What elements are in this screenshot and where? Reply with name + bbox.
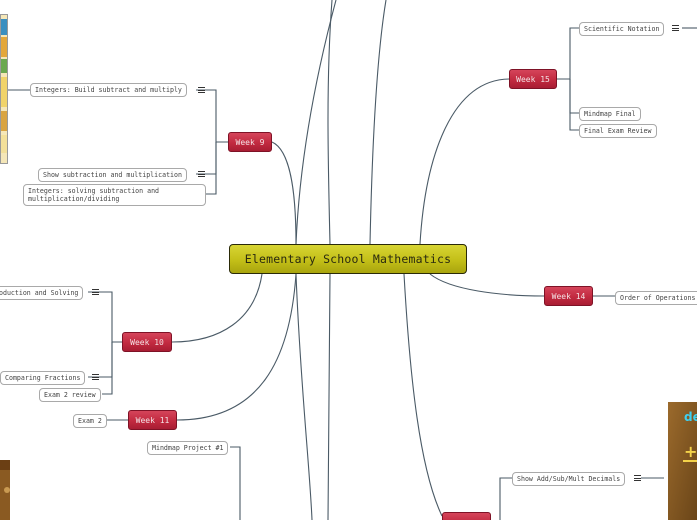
image-thumbnail[interactable] (0, 14, 8, 164)
image-thumbnail-graphic: de + (668, 402, 697, 520)
topic-integers-build[interactable]: Integers: Build subtract and multiply (30, 83, 187, 97)
topic-label: Scientific Notation (584, 25, 660, 33)
image-thumbnail-graphic (1, 15, 7, 163)
svg-text:de: de (684, 410, 697, 424)
topic-label: Comparing Fractions (5, 374, 81, 382)
topic-order-of-operations[interactable]: Order of Operations (615, 291, 697, 305)
topic-exam2[interactable]: Exam 2 (73, 414, 107, 428)
topic-label: Final Exam Review (584, 127, 652, 135)
topic-label: Mindmap Project #1 (152, 444, 224, 452)
note-icon[interactable] (92, 289, 99, 295)
topic-scientific-notation[interactable]: Scientific Notation (579, 22, 665, 36)
topic-mindmap-final[interactable]: Mindmap Final (579, 107, 641, 121)
week-13-node[interactable] (442, 512, 491, 520)
topic-label: Exam 2 review (44, 391, 96, 399)
week-15-node[interactable]: Week 15 (509, 69, 557, 89)
topic-show-subtraction[interactable]: Show subtraction and multiplication (38, 168, 187, 182)
topic-label: Mindmap Final (584, 110, 636, 118)
topic-label: oduction and Solving (0, 289, 79, 297)
central-topic[interactable]: Elementary School Mathematics (229, 244, 467, 274)
topic-mindmap-project[interactable]: Mindmap Project #1 (147, 441, 229, 455)
image-thumbnail[interactable]: de + (668, 402, 697, 520)
topic-label: Integers: solving subtraction and multip… (28, 187, 160, 203)
topic-final-exam-review[interactable]: Final Exam Review (579, 124, 657, 138)
topic-introduction-solving[interactable]: oduction and Solving (0, 286, 84, 300)
topic-label: Integers: Build subtract and multiply (35, 86, 182, 94)
week-9-label: Week 9 (235, 137, 265, 147)
note-icon[interactable] (198, 87, 205, 93)
topic-exam2-review[interactable]: Exam 2 review (39, 388, 101, 402)
image-thumbnail-graphic (0, 460, 10, 520)
note-icon[interactable] (92, 374, 99, 380)
week-15-label: Week 15 (516, 74, 550, 84)
image-thumbnail[interactable] (0, 460, 10, 520)
note-icon[interactable] (198, 171, 205, 177)
topic-label: Show subtraction and multiplication (43, 171, 182, 179)
note-icon[interactable] (672, 25, 679, 31)
note-icon[interactable] (634, 475, 641, 481)
topic-integers-solving[interactable]: Integers: solving subtraction and multip… (23, 184, 206, 206)
week-10-label: Week 10 (130, 337, 164, 347)
topic-label: Order of Operations (620, 294, 696, 302)
svg-text:+: + (684, 442, 697, 461)
topic-label: Show Add/Sub/Mult Decimals (517, 475, 621, 483)
week-10-node[interactable]: Week 10 (122, 332, 172, 352)
week-9-node[interactable]: Week 9 (228, 132, 272, 152)
week-11-label: Week 11 (135, 415, 170, 425)
topic-label: Exam 2 (78, 417, 102, 425)
week-14-label: Week 14 (551, 291, 586, 301)
central-topic-title: Elementary School Mathematics (244, 252, 452, 266)
topic-show-decimals[interactable]: Show Add/Sub/Mult Decimals (512, 472, 626, 486)
week-11-node[interactable]: Week 11 (128, 410, 177, 430)
week-14-node[interactable]: Week 14 (544, 286, 593, 306)
topic-comparing-fractions[interactable]: Comparing Fractions (0, 371, 86, 385)
